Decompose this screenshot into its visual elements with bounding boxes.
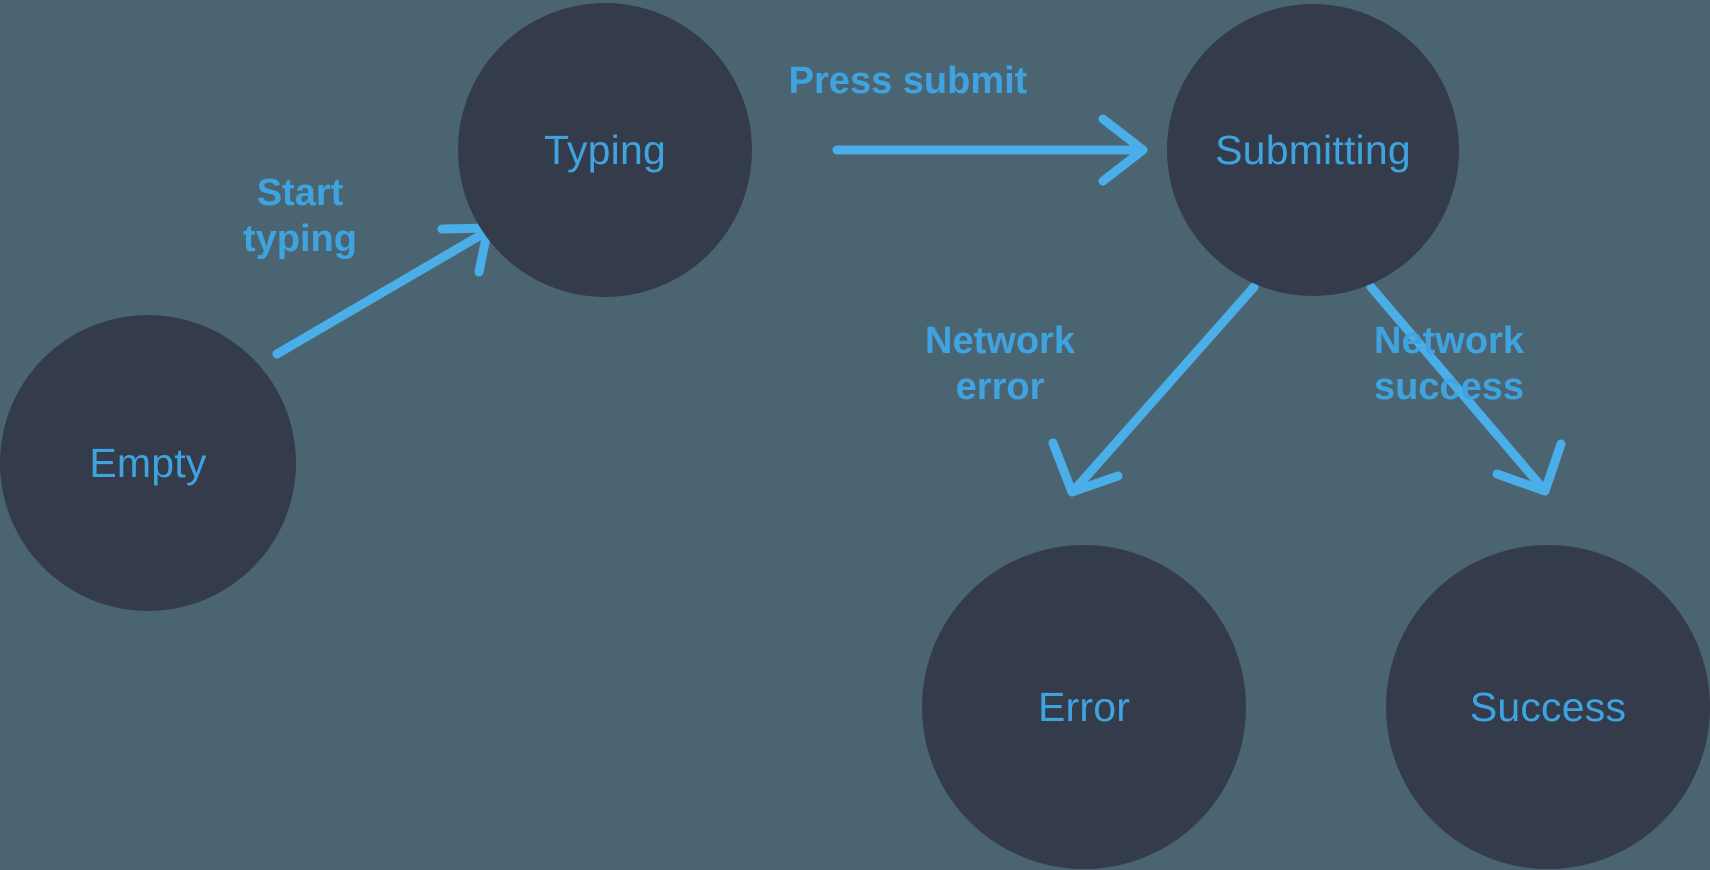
edge-label-start-typing: Start typing [243, 172, 357, 261]
state-node-error-label: Error [1037, 683, 1131, 730]
state-node-error[interactable]: Error [922, 545, 1246, 869]
edge-network-error-line [1072, 282, 1259, 492]
state-node-typing-label: Typing [544, 126, 666, 173]
edge-label-network-error: Network error [925, 320, 1075, 409]
edge-label-network-success: Network success [1373, 320, 1524, 409]
state-node-empty[interactable]: Empty [0, 315, 296, 611]
edge-start-typing-arrowhead [437, 223, 493, 277]
state-node-submitting-label: Submitting [1215, 126, 1411, 173]
state-node-success-label: Success [1469, 683, 1627, 730]
edge-network-error-arrowhead [1048, 438, 1123, 497]
state-node-empty-label: Empty [89, 439, 207, 486]
edge-press-submit-arrowhead [1098, 114, 1148, 186]
state-node-typing[interactable]: Typing [458, 3, 752, 297]
edge-press-submit [832, 114, 1148, 186]
state-node-submitting[interactable]: Submitting [1167, 4, 1459, 296]
edge-label-press-submit: Press submit [788, 60, 1028, 102]
edge-network-success-arrowhead [1492, 439, 1566, 496]
state-node-success[interactable]: Success [1386, 545, 1710, 869]
